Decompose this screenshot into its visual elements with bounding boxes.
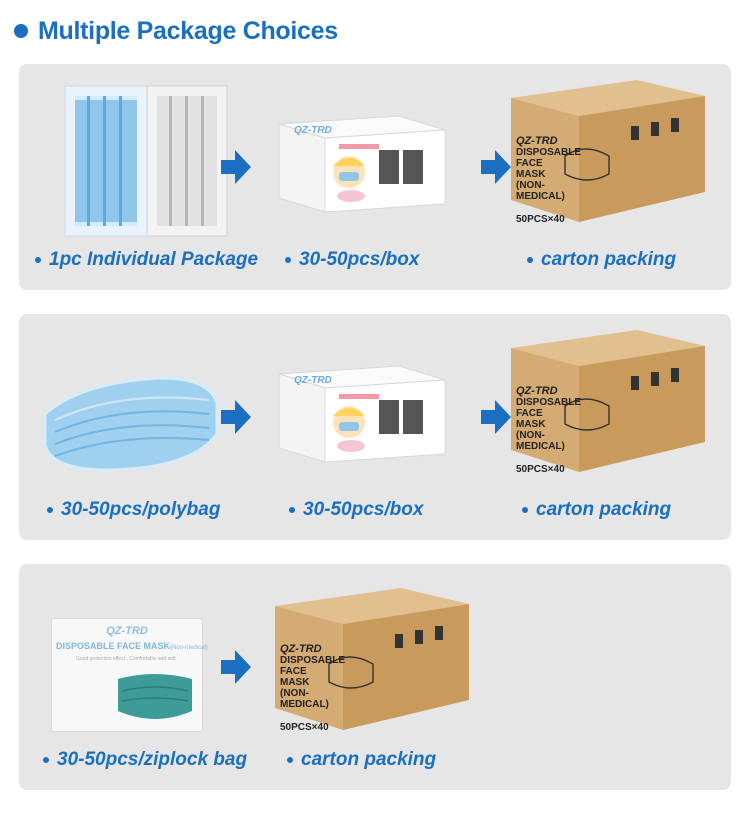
caption-individual-package: 1pc Individual Package bbox=[35, 249, 258, 271]
caption-bullet bbox=[289, 507, 295, 513]
caption-bullet bbox=[527, 257, 533, 263]
caption-bullet bbox=[287, 757, 293, 763]
caption-ziplock-bag: 30-50pcs/ziplock bag bbox=[43, 749, 247, 771]
package-row-1: QZ-TRD QZ-TRD DISPOSABLE FACE MASK (NON-… bbox=[19, 64, 731, 290]
arrow-right-icon bbox=[481, 400, 511, 434]
svg-text:QZ-TRD: QZ-TRD bbox=[294, 375, 332, 386]
mask-box-image bbox=[278, 115, 446, 213]
caption-bullet bbox=[47, 507, 53, 513]
polybag-masks-image bbox=[43, 376, 219, 472]
title-bullet bbox=[14, 24, 28, 38]
arrow-right-icon bbox=[221, 400, 251, 434]
arrow-right-icon bbox=[221, 150, 251, 184]
caption-box: 30-50pcs/box bbox=[285, 249, 419, 271]
individual-mask-packages-image bbox=[64, 85, 228, 237]
arrow-right-icon bbox=[481, 150, 511, 184]
title-text: Multiple Package Choices bbox=[38, 16, 338, 45]
box-brand-label: QZ-TRD bbox=[294, 125, 332, 136]
carton-box-image bbox=[511, 80, 705, 222]
carton-box-image bbox=[275, 588, 469, 730]
carton-label: QZ-TRD DISPOSABLE FACE MASK (NON-MEDICAL… bbox=[280, 643, 346, 734]
caption-bullet bbox=[35, 257, 41, 263]
caption-carton: carton packing bbox=[522, 499, 671, 521]
carton-box-image bbox=[511, 330, 705, 472]
mask-icon bbox=[118, 674, 192, 719]
caption-bullet bbox=[285, 257, 291, 263]
arrow-right-icon bbox=[221, 650, 251, 684]
page-title: Multiple Package Choices bbox=[14, 14, 338, 48]
mask-box-image bbox=[278, 365, 446, 463]
caption-carton: carton packing bbox=[527, 249, 676, 271]
ziplock-bag-image: QZ-TRD DISPOSABLE FACE MASK(Non-medical)… bbox=[51, 618, 208, 732]
svg-text:QZ-TRD: QZ-TRD bbox=[294, 125, 332, 136]
caption-polybag: 30-50pcs/polybag bbox=[47, 499, 220, 521]
carton-label: QZ-TRD DISPOSABLE FACE MASK (NON-MEDICAL… bbox=[516, 135, 582, 226]
caption-bullet bbox=[522, 507, 528, 513]
caption-carton: carton packing bbox=[287, 749, 436, 771]
box-brand-label: QZ-TRD bbox=[294, 375, 332, 386]
carton-label: QZ-TRD DISPOSABLE FACE MASK (NON-MEDICAL… bbox=[516, 385, 582, 476]
package-row-2: QZ-TRD QZ-TRD DISPOSABLE FACE MASK (NON-… bbox=[19, 314, 731, 540]
caption-bullet bbox=[43, 757, 49, 763]
caption-box: 30-50pcs/box bbox=[289, 499, 423, 521]
package-row-3: QZ-TRD DISPOSABLE FACE MASK(Non-medical)… bbox=[19, 564, 731, 790]
